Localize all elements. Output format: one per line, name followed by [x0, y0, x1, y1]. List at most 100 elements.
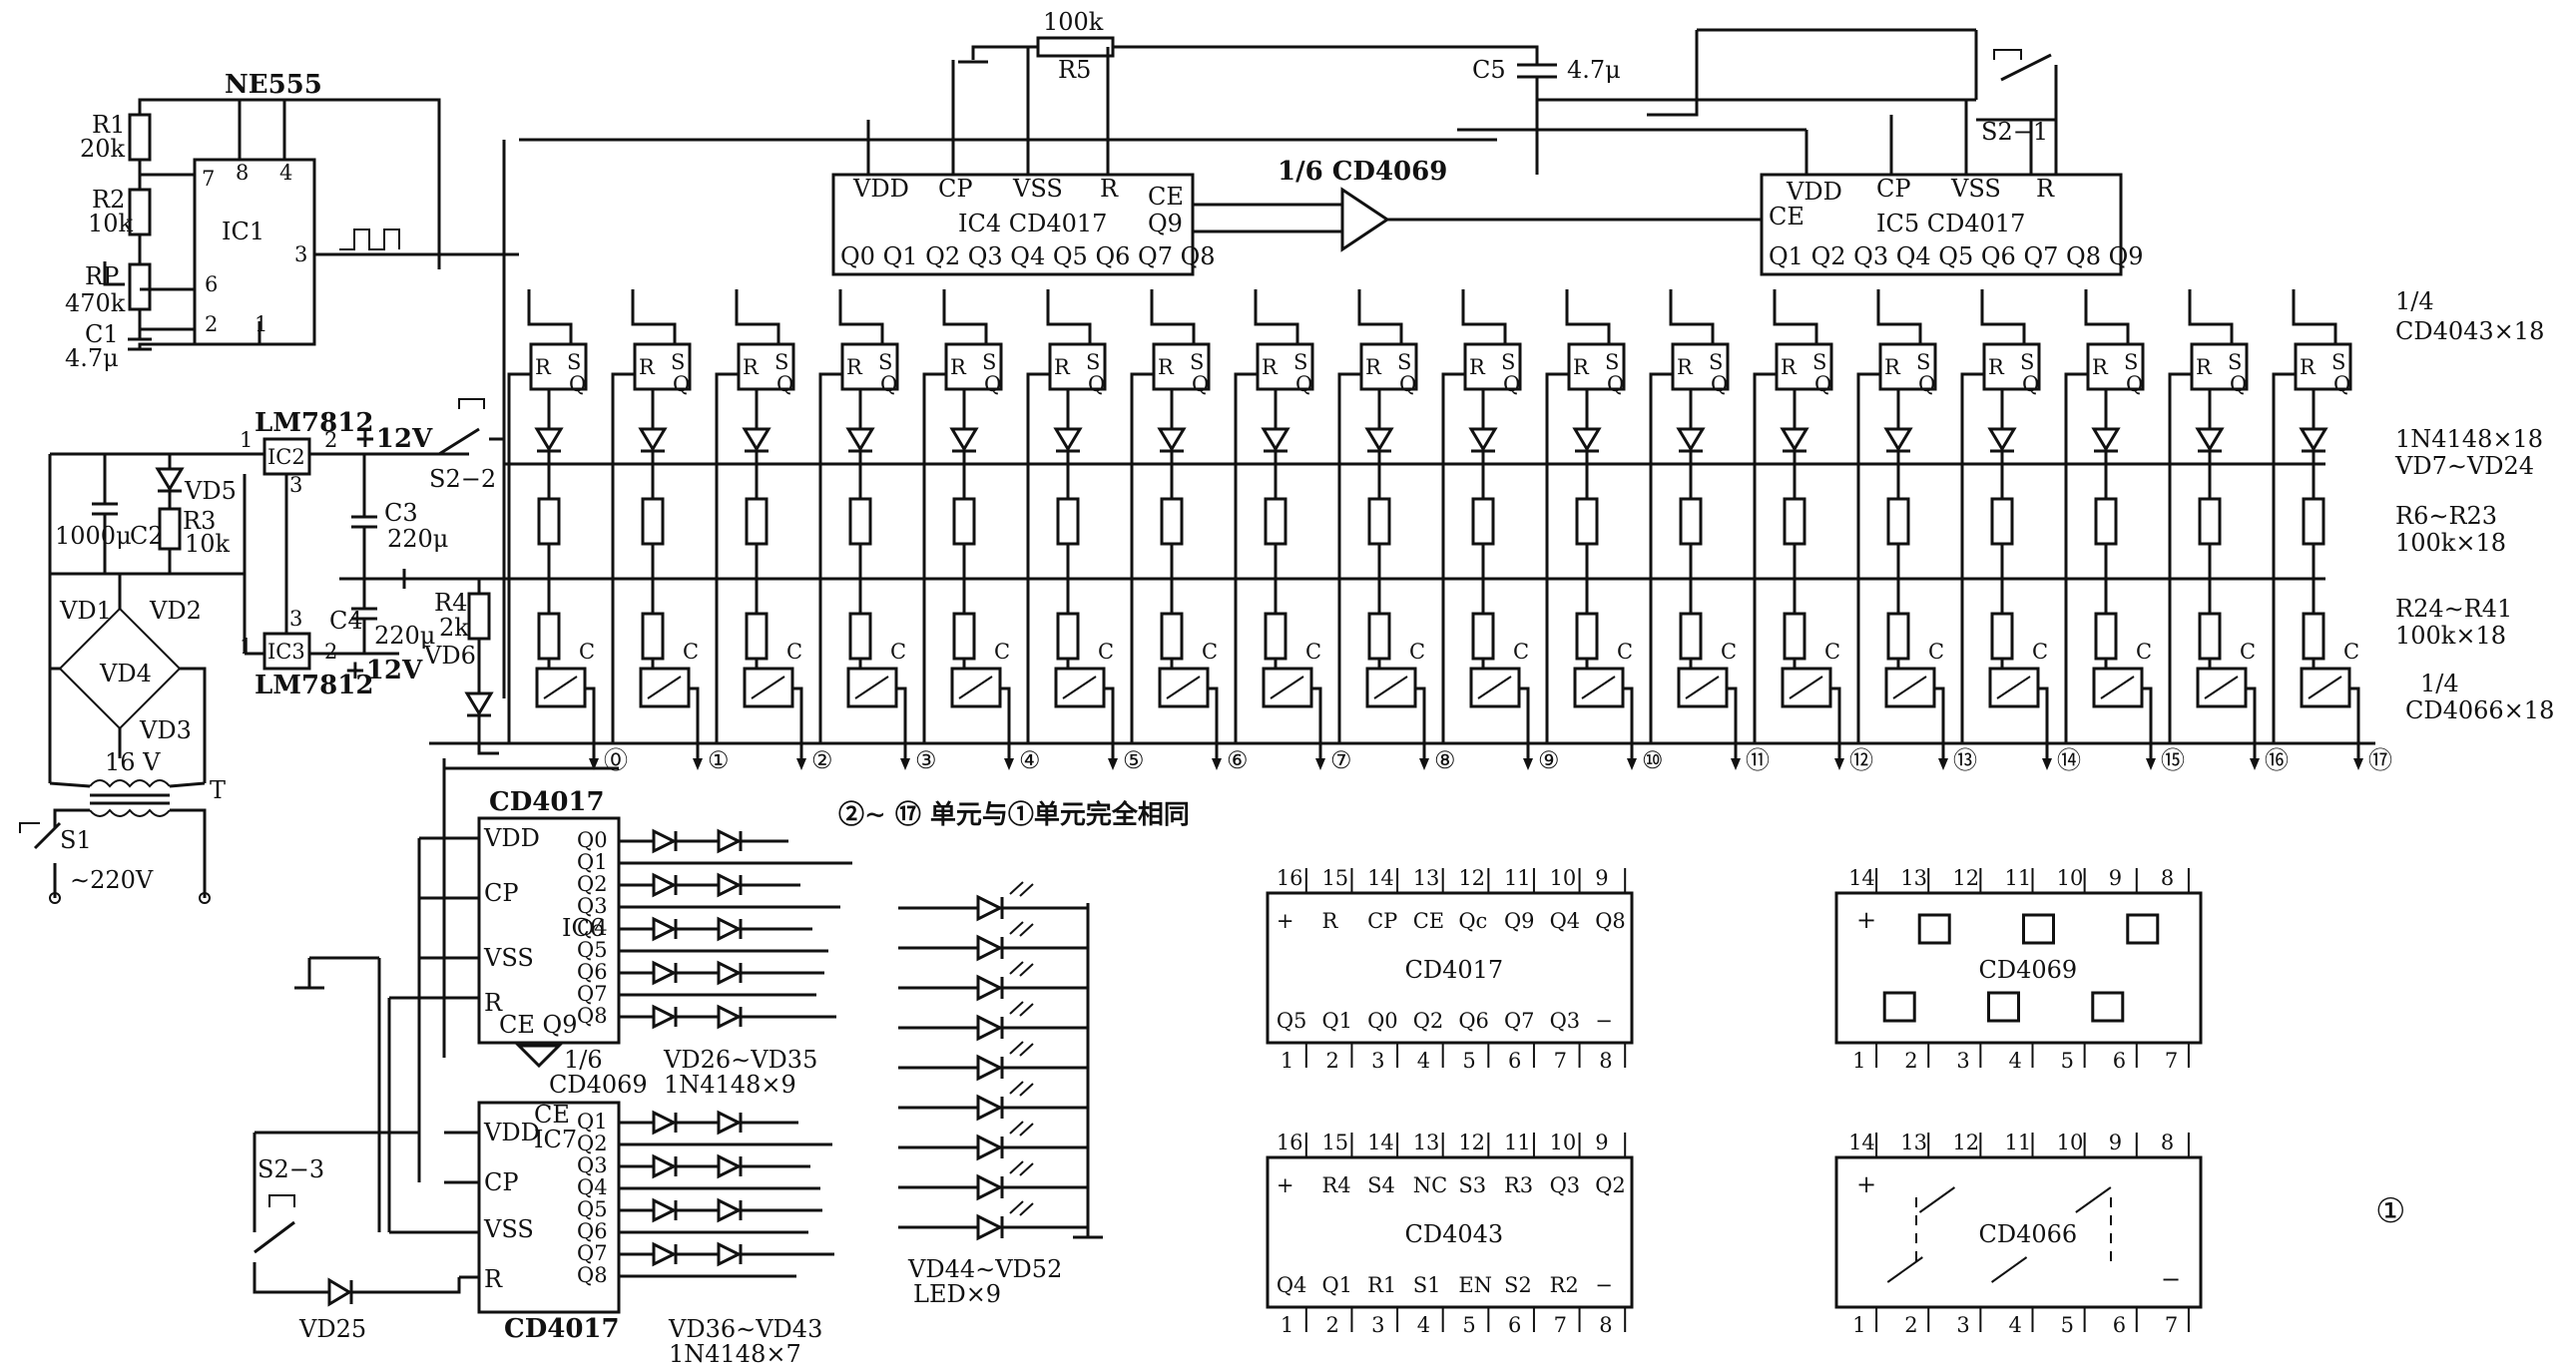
vd25-diode	[327, 1277, 352, 1307]
pin-number: 8	[1599, 1313, 1612, 1337]
r5-c5-section: 100k R5 C5 4.7μ S2−1	[958, 8, 2058, 195]
pin-label: CE	[1413, 909, 1444, 933]
unit-resistor-upper	[1575, 497, 1599, 546]
r1-resistor	[128, 113, 152, 162]
pin-number: 11	[1504, 866, 1531, 890]
pin-label: Q5	[1277, 1009, 1307, 1033]
vd-diode	[652, 960, 678, 986]
pin-number: 4	[1417, 1049, 1430, 1073]
bilateral-switch	[1262, 667, 1313, 708]
latch-r-pin: R	[743, 355, 760, 379]
unit-resistor-upper	[2094, 497, 2118, 546]
r5-label: R5	[1058, 56, 1091, 84]
unit-diode	[1157, 427, 1187, 452]
vd-diode	[717, 1004, 743, 1030]
pin-label: Qc	[1458, 909, 1487, 933]
pin-number: 13	[1900, 1131, 1927, 1154]
led-icon	[976, 1134, 1004, 1161]
pin-label: S1	[1413, 1273, 1441, 1297]
switch-c-pin: C	[579, 640, 595, 664]
led-icon	[976, 1094, 1004, 1122]
latch-box	[840, 342, 899, 391]
pin-number: 5	[2061, 1313, 2074, 1337]
ic7-output-pin: Q5	[577, 1197, 608, 1221]
ic1-pin2: 2	[205, 312, 218, 336]
latch-s-pin: S	[1293, 350, 1307, 374]
ic6-r-pin: R	[484, 989, 503, 1017]
latch-q-pin: Q	[1088, 372, 1105, 396]
pinout-plus: +	[1856, 1170, 1876, 1198]
vd-diode	[652, 1110, 678, 1136]
unit-resistor-upper	[2302, 497, 2325, 546]
transformer-coil-top	[89, 779, 171, 788]
latch-box	[1256, 342, 1314, 391]
pin-number: 3	[1371, 1313, 1384, 1337]
ic7-ce-pin: CE	[534, 1101, 570, 1129]
ic1-label: IC1	[222, 218, 264, 245]
pin-number: 15	[1321, 866, 1348, 890]
latch-q-pin: Q	[880, 372, 897, 396]
mains-terminal-a	[49, 892, 61, 904]
plus12-a: +12V	[354, 424, 433, 454]
inverter-gate-icon	[2022, 913, 2055, 945]
cd4017-pinout: 16+Q5115RQ1214CPQ0313CEQ2412QcQ6511Q9Q76…	[1266, 866, 1634, 1073]
pin-number: 9	[1595, 866, 1608, 890]
pin-number: 2	[1904, 1313, 1917, 1337]
ic6-chip	[477, 816, 621, 1045]
inverter-gate-icon	[1882, 991, 1916, 1023]
pin-number: 14	[1848, 866, 1875, 890]
switch-c-pin: C	[786, 640, 802, 664]
ic7-output-pin: Q1	[577, 1110, 608, 1134]
pin-label: Q3	[1550, 1173, 1581, 1197]
led-icon	[976, 1014, 1004, 1042]
pin-label: Q3	[1550, 1009, 1581, 1033]
pin-label: EN	[1458, 1273, 1492, 1297]
pin-label: R	[1321, 909, 1338, 933]
vd36-label-a: VD36∼VD43	[668, 1315, 822, 1343]
pin-number: 3	[1371, 1049, 1384, 1073]
pin-label: R4	[1321, 1173, 1350, 1197]
cd4066-count-b: CD4066×18	[2405, 696, 2554, 724]
ic6-output-pin: Q1	[577, 850, 608, 874]
led-icon	[976, 894, 1004, 922]
latch-r-pin: R	[1677, 355, 1694, 379]
pin-number: 3	[1956, 1313, 1969, 1337]
vd-diode	[717, 1197, 743, 1223]
latch-s-pin: S	[2020, 350, 2034, 374]
unit-diode	[1883, 427, 1913, 452]
mains-terminal-b	[199, 892, 211, 904]
pin-number: 7	[2165, 1313, 2178, 1337]
ic3-pin2: 2	[324, 640, 337, 664]
unit-resistor-lower	[2094, 612, 2118, 661]
c4-label: C4	[329, 607, 363, 635]
ic2-label: IC2	[267, 445, 305, 469]
pin-number: 5	[1462, 1049, 1475, 1073]
vd-diode	[652, 916, 678, 942]
switch-c-pin: C	[1409, 640, 1425, 664]
latch-r-pin: R	[2300, 355, 2317, 379]
unit-diode	[2091, 427, 2121, 452]
unit-buses	[339, 138, 2375, 745]
r3-value: 10k	[185, 530, 231, 558]
unit-diode	[1261, 427, 1290, 452]
vd-diode	[717, 1241, 743, 1267]
ne555-section: NE555 IC1 7 8 4 3 6 2 1 R1 20k R2 10k RP…	[65, 70, 519, 372]
s2-2-label: S2−2	[429, 465, 496, 493]
ic6-label: IC6	[562, 914, 605, 942]
unit-number: ⑤	[1123, 746, 1145, 774]
switch-c-pin: C	[2136, 640, 2152, 664]
pin-number: 14	[1367, 1131, 1394, 1154]
switch-c-pin: C	[2343, 640, 2359, 664]
led-icon	[976, 1173, 1004, 1201]
switch-c-pin: C	[2240, 640, 2256, 664]
c2-label: C2	[130, 522, 164, 550]
latch-s-pin: S	[2331, 350, 2345, 374]
cd4043-pinout: 16+Q4115R4Q1214S4R1313NCS1412S3EN511R3S2…	[1266, 1131, 1634, 1337]
r3-label: R3	[183, 507, 216, 535]
